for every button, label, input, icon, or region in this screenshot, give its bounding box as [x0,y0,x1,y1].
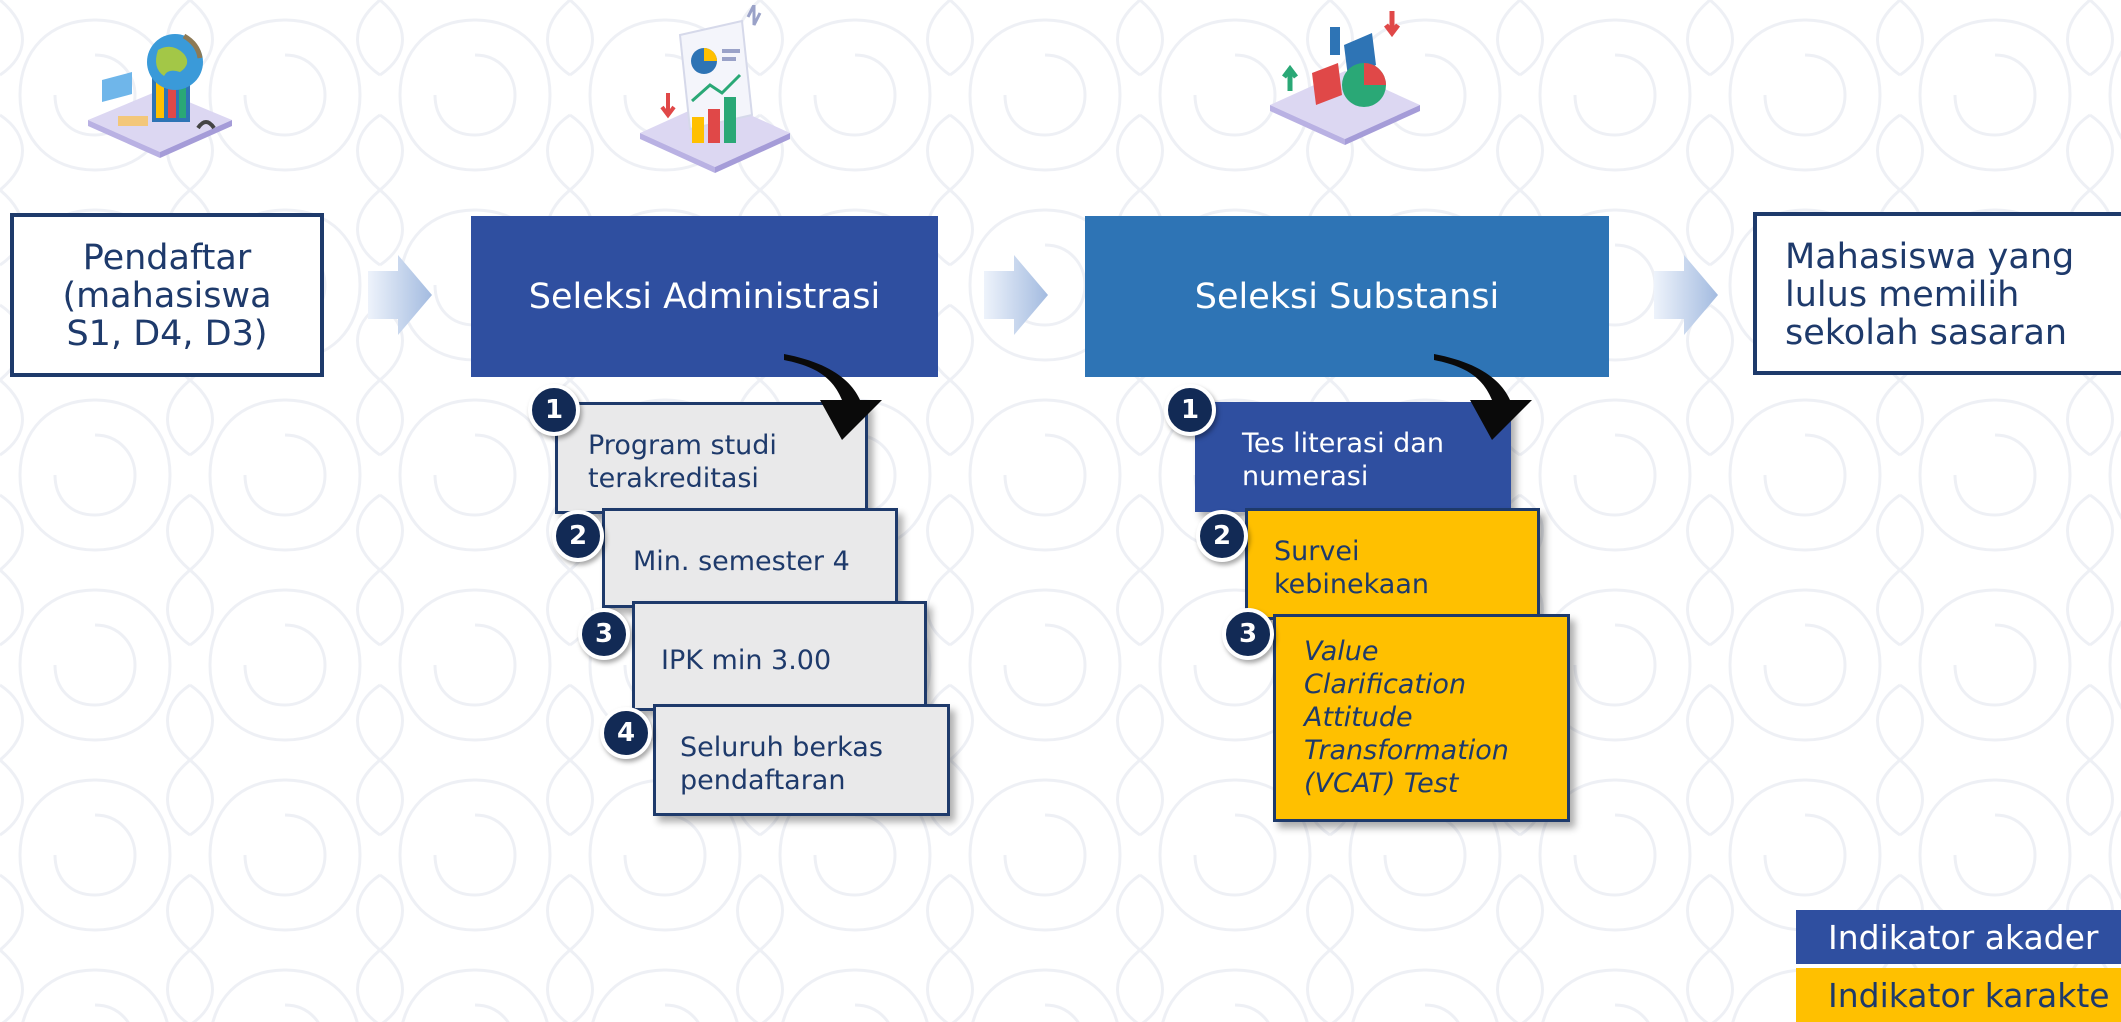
admin-step-text: IPK min 3.00 [661,645,832,676]
registrant-box: Pendaftar (mahasiswa S1, D4, D3) [10,213,324,377]
step-number-badge: 1 [528,384,580,436]
registrant-label: (mahasiswa [62,276,272,316]
admin-step-text: Seluruh berkas [680,732,883,763]
substance-step-card: Tes literasi dan numerasi [1195,402,1511,512]
substance-step-card: Value Clarification Attitude Transformat… [1273,614,1570,822]
registrant-label: S1, D4, D3) [66,314,268,354]
step-number-badge: 3 [578,608,630,660]
step-number-badge: 1 [1164,384,1216,436]
legend-academic-label: Indikator akader [1828,917,2099,957]
legend-academic: Indikator akader [1796,910,2121,964]
admin-step-card: Seluruh berkas pendaftaran [653,704,950,816]
substance-step-text: Clarification [1304,669,1467,700]
legend-character-label: Indikator karakte [1828,975,2110,1015]
curved-arrow-icon [1434,354,1532,440]
substance-step-text: Attitude [1304,702,1413,733]
admin-step-text: terakreditasi [588,463,759,494]
step-number-badge: 2 [1196,510,1248,562]
substance-step-text: (VCAT) Test [1304,768,1459,799]
chevron-right-arrow-icon [1654,255,1718,335]
chevron-right-arrow-icon [368,255,432,335]
admin-step-text: pendaftaran [680,765,846,796]
admin-step-card: IPK min 3.00 [632,601,927,711]
administrative-selection-box: Seleksi Administrasi [471,216,938,377]
substance-step-text: Transformation [1304,735,1509,766]
administrative-selection-title: Seleksi Administrasi [528,276,881,317]
outcome-label: Mahasiswa yang [1785,237,2075,277]
chevron-right-arrow-icon [984,255,1048,335]
substance-step-text: kebinekaan [1274,569,1430,600]
substance-step-text: numerasi [1242,461,1369,492]
outcome-label: lulus memilih [1785,275,2020,315]
substance-step-text: Tes literasi dan [1242,428,1444,459]
report-charts-icon [640,5,790,173]
step-number-badge: 2 [552,510,604,562]
admin-step-text: Program studi [588,430,777,461]
substance-step-text: Value [1304,636,1379,667]
substance-step-text: Survei [1274,536,1360,567]
legend-character: Indikator karakte [1796,968,2121,1022]
substance-step-card: Survei kebinekaan [1245,508,1540,620]
admin-step-card: Min. semester 4 [602,508,898,608]
outcome-box: Mahasiswa yang lulus memilih sekolah sas… [1753,212,2121,375]
step-number-badge: 4 [600,707,652,759]
puzzle-chart-icon [1270,11,1420,145]
step-number-badge: 3 [1222,608,1274,660]
registrant-label: Pendaftar [82,238,252,278]
substantive-selection-title: Seleksi Substansi [1194,276,1500,317]
outcome-label: sekolah sasaran [1785,313,2068,353]
curved-arrow-icon [784,354,882,440]
admin-step-text: Min. semester 4 [633,546,850,577]
globe-books-icon [88,33,232,158]
substantive-selection-box: Seleksi Substansi [1085,216,1609,377]
